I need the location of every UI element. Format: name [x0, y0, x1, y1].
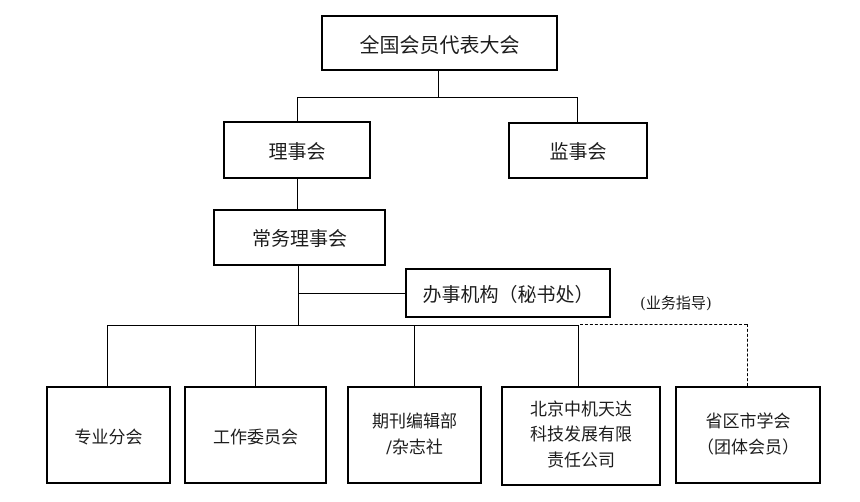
- node-supervisory-board-label: 监事会: [549, 141, 607, 163]
- node-beijing-company-line3: 责任公司: [547, 450, 615, 471]
- connector-guidance-dashed-horizontal: [580, 324, 747, 325]
- connector-guidance-dashed-vertical: [747, 324, 748, 386]
- node-professional-branch: 专业分会: [46, 386, 171, 484]
- connector-supervisors-drop: [577, 97, 578, 122]
- connector-level2-bar: [297, 97, 578, 98]
- connector-bottom-bus: [107, 325, 579, 326]
- connector-congress-stem: [438, 71, 439, 97]
- connector-office-branch: [298, 293, 405, 294]
- connector-editorial-drop: [414, 325, 415, 386]
- node-secretariat-office-label: 办事机构（秘书处）: [422, 283, 594, 306]
- node-beijing-company-line2: 科技发展有限: [530, 425, 632, 446]
- node-journal-editorial: 期刊编辑部 /杂志社: [347, 386, 482, 484]
- node-council-label: 理事会: [268, 140, 326, 163]
- node-secretariat-office: 办事机构（秘书处）: [405, 268, 611, 318]
- node-professional-branch-label: 专业分会: [74, 427, 143, 448]
- connector-standing-stem: [298, 266, 299, 326]
- node-provincial-societies-line1: 省区市学会: [705, 411, 791, 432]
- node-working-committee: 工作委员会: [184, 386, 327, 484]
- connector-council-standing: [297, 179, 298, 209]
- node-council: 理事会: [223, 121, 371, 179]
- node-provincial-societies-line2: （团体会员）: [697, 438, 799, 458]
- node-provincial-societies: 省区市学会 （团体会员）: [675, 386, 821, 484]
- node-beijing-company: 北京中机天达 科技发展有限 责任公司: [501, 386, 661, 486]
- node-standing-council: 常务理事会: [213, 209, 386, 266]
- node-national-congress-label: 全国会员代表大会: [359, 32, 520, 57]
- node-standing-council-label: 常务理事会: [251, 228, 347, 250]
- connector-council-drop: [297, 97, 298, 121]
- node-supervisory-board: 监事会: [508, 122, 648, 179]
- connector-branch-drop: [107, 325, 108, 386]
- node-working-committee-label: 工作委员会: [213, 427, 298, 448]
- guidance-label: (业务指导): [640, 294, 712, 312]
- connector-committee-drop: [255, 325, 256, 386]
- connector-company-drop: [578, 325, 579, 386]
- node-beijing-company-line1: 北京中机天达: [530, 399, 632, 420]
- node-journal-editorial-line1: 期刊编辑部: [372, 411, 457, 432]
- node-national-congress: 全国会员代表大会: [321, 15, 558, 71]
- node-journal-editorial-line2: /杂志社: [386, 438, 443, 458]
